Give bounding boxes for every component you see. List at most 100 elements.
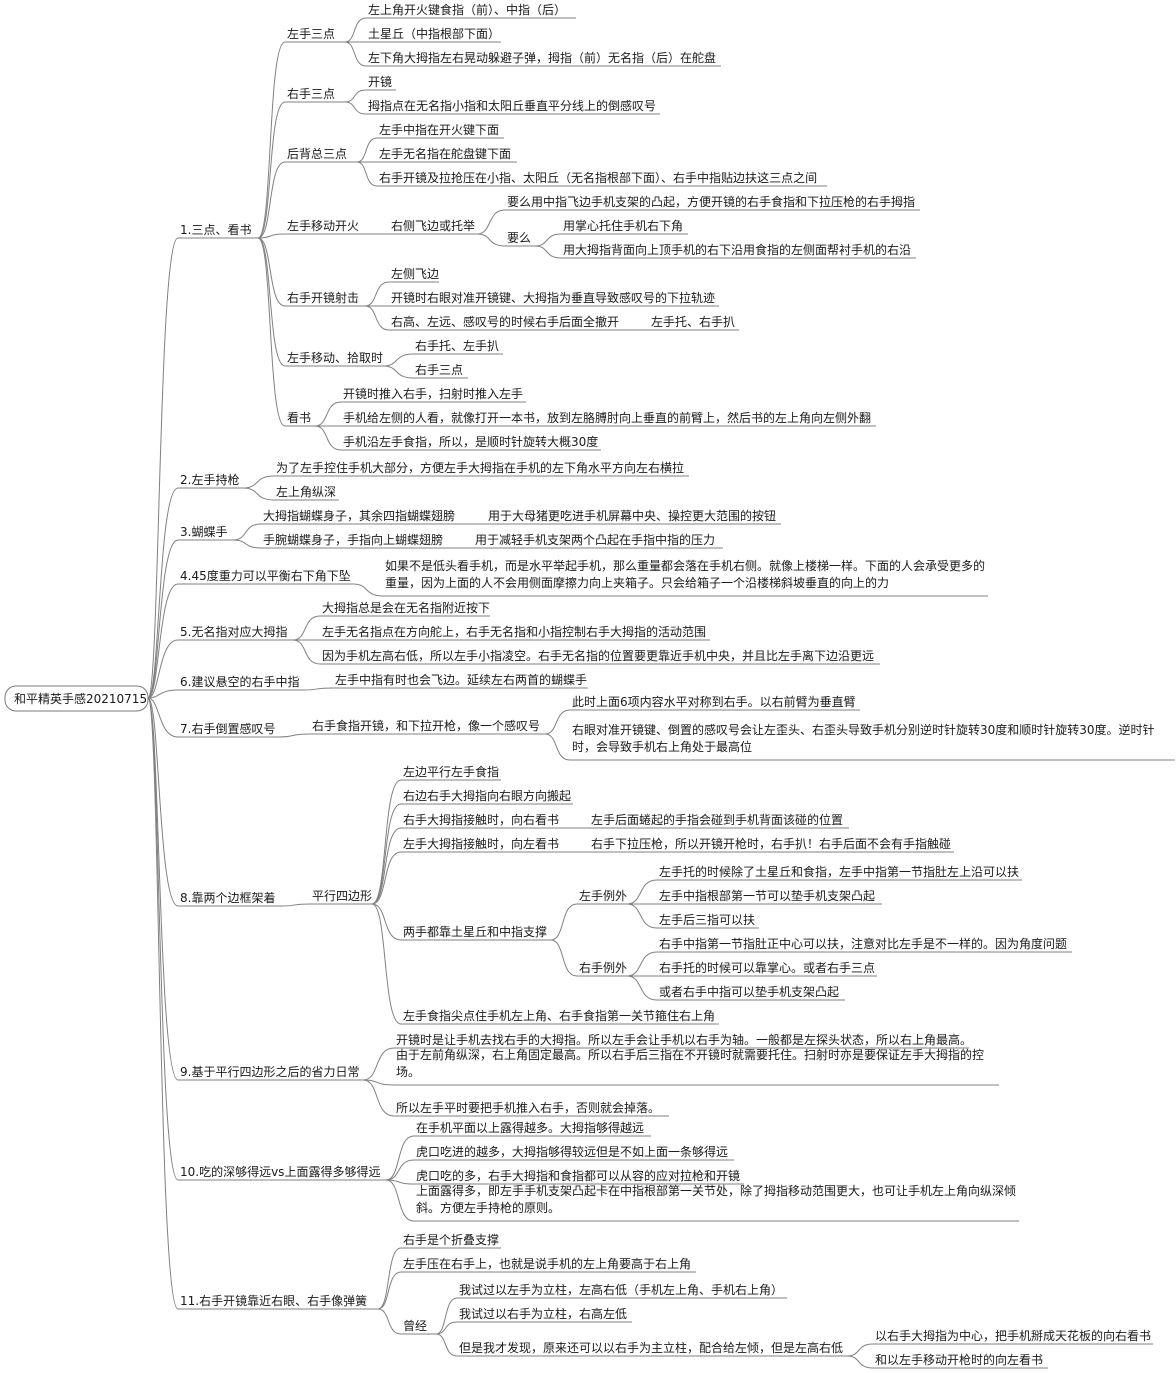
mindmap-node-b5c[interactable]: 因为手机左高右低，所以左手小指凌空。右手无名指的位置要更靠近手机中央，并且比左手… <box>320 648 880 665</box>
mindmap-node-b8a5b[interactable]: 右手例外 <box>577 960 627 977</box>
mindmap-node-b1g1[interactable]: 开镜时推入右手，扫射时推入左手 <box>341 386 526 403</box>
mindmap-node-b11c3a[interactable]: 以右手大拇指为中心，把手机掰成天花板的向右看书 <box>873 1328 1153 1345</box>
root-node[interactable]: 和平精英手感20210715 <box>4 685 149 712</box>
mindmap-node-b1c[interactable]: 后背总三点 <box>285 147 357 163</box>
mindmap-node-b1a[interactable]: 左手三点 <box>285 26 345 43</box>
mindmap-node-b7a[interactable]: 右手食指开镜，和下拉开枪，像一个感叹号 <box>310 718 545 735</box>
mindmap-node-b10a[interactable]: 在手机平面以上露得越多。大拇指够得越远 <box>414 1120 651 1137</box>
mindmap-node-b8a[interactable]: 平行四边形 <box>310 889 372 905</box>
node-text: 右手开镜射击 <box>287 290 359 305</box>
mindmap-node-b1d[interactable]: 左手移动开火 <box>285 218 365 235</box>
mindmap-node-b11c[interactable]: 曾经 <box>401 1319 436 1335</box>
mindmap-node-b1f2[interactable]: 右手三点 <box>413 362 468 379</box>
mindmap-node-b3a1[interactable]: 用于大母猪更吃进手机屏幕中央、操控更大范围的按钮 <box>486 508 781 525</box>
mindmap-node-b1b1[interactable]: 开镜 <box>366 74 396 91</box>
mindmap-node-b11b[interactable]: 左手压在右手上，也就是说手机的左上角要高于右上角 <box>401 1256 696 1273</box>
mindmap-node-b8a5b1[interactable]: 右手中指第一节指肚正中心可以扶，注意对比左手是不一样的。因为角度问题 <box>657 936 1072 953</box>
mindmap-node-b1g[interactable]: 看书 <box>285 411 315 427</box>
mindmap-node-b11[interactable]: 11.右手开镜靠近右眼、右手像弹簧 <box>178 1293 378 1310</box>
mindmap-node-b5b[interactable]: 左手无名指点在方向舵上，右手无名指和小指控制右手大拇指的活动范围 <box>320 624 710 641</box>
mindmap-node-b1e3[interactable]: 右高、左远、感叹号的时候右手后面全撤开 <box>389 314 624 331</box>
connector-b5 <box>147 639 179 699</box>
mindmap-node-b11c3[interactable]: 但是我才发现，原来还可以以右手为主立柱，配合给左倾，但是左高右低 <box>457 1340 847 1357</box>
mindmap-node-b1f1[interactable]: 右手托、左手扒 <box>413 338 503 355</box>
mindmap-node-b8a4a[interactable]: 右手下拉压枪，所以开镜开枪时，右手扒！右手后面不会有手指触碰 <box>589 836 954 853</box>
node-text: 左手中指有时也会飞边。延续左右两首的蝴蝶手 <box>335 672 587 687</box>
mindmap-node-b4[interactable]: 4.45度重力可以平衡右下角下坠 <box>178 568 353 585</box>
mindmap-node-b3a[interactable]: 大拇指蝴蝶身子，其余四指蝴蝶翅膀 <box>261 508 461 525</box>
mindmap-node-b8a1[interactable]: 左边平行左手食指 <box>401 764 501 781</box>
mindmap-node-b8a5a1[interactable]: 左手托的时候除了土星丘和食指，左手中指第一节指肚左上沿可以扶 <box>657 864 1022 881</box>
mindmap-node-b5[interactable]: 5.无名指对应大拇指 <box>178 624 293 641</box>
mindmap-node-b8a3[interactable]: 右手大拇指接触时，向右看书 <box>401 812 563 829</box>
connector-b1a1 <box>344 17 367 43</box>
mindmap-node-b7a2[interactable]: 右眼对准开镜键、倒置的感叹号会让左歪头、右歪头导致手机分别逆时针旋转30度和顺时… <box>570 722 1175 761</box>
node-text: 曾经 <box>403 1319 427 1333</box>
mindmap-node-b3b1[interactable]: 用于减轻手机支架两个凸起在手指中指的压力 <box>473 532 723 549</box>
mindmap-node-b1d1b1[interactable]: 用掌心托住手机右下角 <box>561 218 688 235</box>
node-text: 左手后三指可以扶 <box>659 912 755 927</box>
mindmap-node-b2b[interactable]: 左上角纵深 <box>274 484 339 501</box>
mindmap-node-b1d1b2[interactable]: 用大拇指背面向上顶手机的右下沿用食指的左侧面帮衬手机的右沿 <box>561 242 916 259</box>
mindmap-node-b6a[interactable]: 左手中指有时也会飞边。延续左右两首的蝴蝶手 <box>333 672 588 689</box>
mindmap-node-b2[interactable]: 2.左手持枪 <box>178 472 243 489</box>
mindmap-node-b8a3a[interactable]: 左手后面蜷起的手指会碰到手机背面该碰的位置 <box>589 812 849 829</box>
mindmap-node-b1a2[interactable]: 土星丘（中指根部下面） <box>366 26 501 43</box>
mindmap-node-b9c[interactable]: 所以左手平时要把手机推入右手，否则就会掉落。 <box>394 1100 669 1117</box>
connector-b2b <box>242 487 275 501</box>
mindmap-node-b1b2[interactable]: 拇指点在无名指小指和太阳丘垂直平分线上的倒感叹号 <box>366 98 660 115</box>
mindmap-node-b1c1[interactable]: 左手中指在开火键下面 <box>377 122 504 139</box>
mindmap-node-b1e3a[interactable]: 左手托、右手扒 <box>649 314 739 331</box>
mindmap-node-b8a5a[interactable]: 左手例外 <box>577 888 627 905</box>
connector-b1e <box>257 237 286 307</box>
mindmap-node-b9[interactable]: 9.基于平行四边形之后的省力日常 <box>178 1064 363 1081</box>
mindmap-node-b1c2[interactable]: 左手无名指在舵盘键下面 <box>377 146 517 163</box>
node-text: 右高、左远、感叹号的时候右手后面全撤开 <box>391 314 619 329</box>
mindmap-node-b1b[interactable]: 右手三点 <box>285 86 345 103</box>
mindmap-node-b1d1a[interactable]: 要么用中指飞边手机支架的凸起，方便开镜的右手食指和下拉压枪的右手拇指 <box>505 194 920 211</box>
mindmap-node-b11c3b[interactable]: 和以左手移动开枪时的向左看书 <box>873 1352 1048 1369</box>
mindmap-node-b8[interactable]: 8.靠两个边框架着 <box>178 890 281 907</box>
mindmap-node-b1e[interactable]: 右手开镜射击 <box>285 290 365 307</box>
mindmap-node-b8a5b3[interactable]: 或者右手中指可以垫手机支架凸起 <box>657 984 845 1001</box>
mindmap-node-b8a6[interactable]: 左手食指尖点住手机左上角、右手食指第一关节箍住右上角 <box>401 1008 719 1025</box>
mindmap-node-b6[interactable]: 6.建议悬空的右手中指 <box>178 674 303 691</box>
mindmap-node-b8a5b2[interactable]: 右手托的时候可以靠掌心。或者右手三点 <box>657 960 877 977</box>
mindmap-node-b4a[interactable]: 如果不是低头看手机，而是水平举起手机，那么重量都会落在手机右侧。就像上楼梯一样。… <box>383 558 988 597</box>
mindmap-node-b11a[interactable]: 右手是个折叠支撑 <box>401 1232 501 1249</box>
mindmap-node-b10b[interactable]: 虎口吃进的越多，大拇指够得较远但是不如上面一条够得远 <box>414 1144 734 1161</box>
mindmap-node-b8a5[interactable]: 两手都靠土星丘和中指支撑 <box>401 924 551 941</box>
mindmap-node-b8a5a3[interactable]: 左手后三指可以扶 <box>657 912 759 929</box>
mindmap-node-b9a[interactable]: 开镜时是让手机去找右手的大拇指。所以左手会让手机以右手为轴。一般都是左探头状态，… <box>394 1032 972 1049</box>
mindmap-node-b11c2[interactable]: 我试过以右手为立柱，右高左低 <box>457 1306 632 1323</box>
mindmap-node-b1d1b[interactable]: 要么 <box>505 231 535 247</box>
mindmap-node-b8a2[interactable]: 右边右手大拇指向右眼方向搬起 <box>401 788 573 805</box>
mindmap-node-b11c1[interactable]: 我试过以左手为立柱，左高右低（手机左上角、手机右上角） <box>457 1282 787 1299</box>
connector-b2 <box>147 487 179 699</box>
mindmap-node-b5a[interactable]: 大拇指总是会在无名指附近按下 <box>320 600 490 617</box>
mindmap-node-b7[interactable]: 7.右手倒置感叹号 <box>178 721 278 738</box>
connector-b1e1 <box>364 281 390 307</box>
connector-b2a <box>242 475 275 489</box>
mindmap-node-b1[interactable]: 1.三点、看书 <box>178 223 258 239</box>
mindmap-node-b9b[interactable]: 由于左前角纵深，右上角固定最高。所以右手后三指在不开镜时就需要托住。扫射时亦是要… <box>394 1047 999 1086</box>
mindmap-node-b1c3[interactable]: 右手开镜及拉抢压在小指、太阳丘（无名指根部下面）、右手中指贴边扶这三点之间 <box>377 170 827 187</box>
mindmap-node-b3b[interactable]: 手腕蝴蝶身子，手指向上蝴蝶翅膀 <box>261 532 443 549</box>
mindmap-node-b2a[interactable]: 为了左手控住手机大部分，方便左手大拇指在手机的左下角水平方向左右横拉 <box>274 460 689 477</box>
mindmap-node-b1e2[interactable]: 开镜时右眼对准开镜键、大拇指为垂直导致感叹号的下拉轨迹 <box>389 290 719 307</box>
mindmap-node-b8a5a2[interactable]: 左手中指根部第一节可以垫手机支架凸起 <box>657 888 882 905</box>
mindmap-node-b1f[interactable]: 左手移动、拾取时 <box>285 350 383 367</box>
mindmap-node-b8a4[interactable]: 左手大拇指接触时，向左看书 <box>401 836 563 853</box>
mindmap-node-b1a3[interactable]: 左下角大拇指左右晃动躲避子弹，拇指（前）无名指（后）在舵盘 <box>366 50 721 67</box>
mindmap-node-b1e1[interactable]: 左侧飞边 <box>389 266 439 283</box>
mindmap-node-b10[interactable]: 10.吃的深够得远vs上面露得多够得远 <box>178 1164 386 1181</box>
mindmap-node-b1g3[interactable]: 手机沿左手食指，所以，是顺时针旋转大概30度 <box>341 434 601 451</box>
mindmap-node-b3[interactable]: 3.蝴蝶手 <box>178 524 233 541</box>
mindmap-node-b1g2[interactable]: 手机给左侧的人看，就像打开一本书，放到左胳膊肘向上垂直的前臂上，然后书的左上角向… <box>341 410 876 427</box>
mindmap-node-b10d[interactable]: 上面露得多，即左手手机支架凸起卡在中指根部第一关节处，除了拇指移动范围更大，也可… <box>414 1183 1019 1222</box>
mindmap-node-b1d1[interactable]: 右侧飞边或托举 <box>389 218 477 235</box>
mindmap-node-b1a1[interactable]: 左上角开火键食指（前）、中指（后） <box>366 2 576 19</box>
mindmap-node-b7a1[interactable]: 此时上面6项内容水平对称到右手。以右前臂为垂直臂 <box>570 694 860 711</box>
mindmap-node-b10c[interactable]: 虎口吃的多，右手大拇指和食指都可以从容的应对拉枪和开镜 <box>414 1168 744 1185</box>
node-text: 2.左手持枪 <box>180 472 239 487</box>
